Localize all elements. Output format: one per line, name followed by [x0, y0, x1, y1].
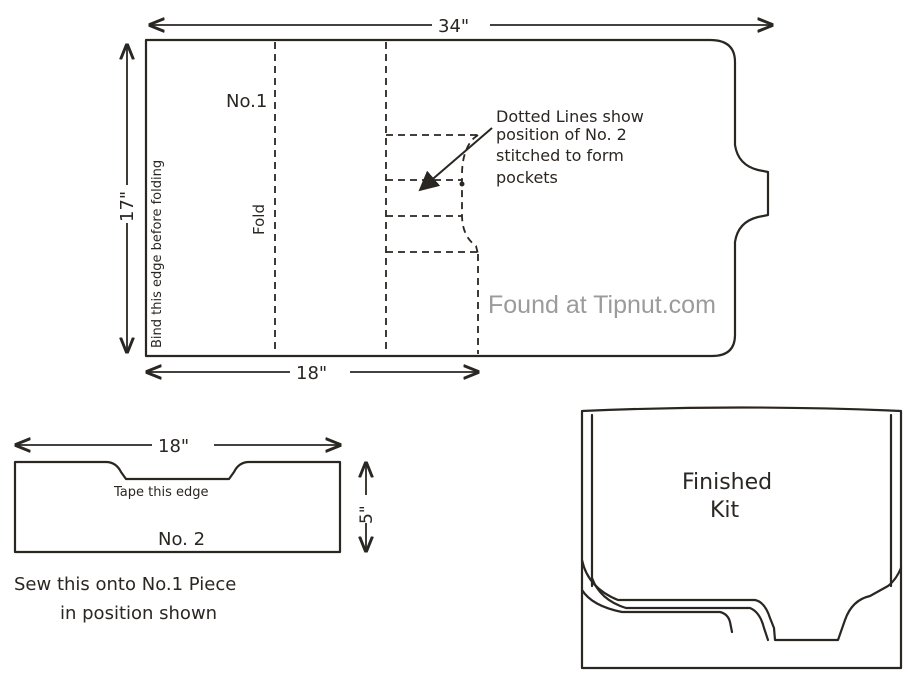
- tape-edge-label: Tape this edge: [113, 485, 209, 500]
- piece-2-name: No. 2: [158, 529, 205, 550]
- pocket-note: Dotted Lines show position of No. 2 stit…: [496, 107, 649, 187]
- piece-2-caption: Sew this onto No.1 Piece in position sho…: [14, 574, 242, 624]
- piece-2-width-label: 18": [158, 436, 189, 457]
- kit-pocket-line: [580, 588, 734, 634]
- piece-2-height-label: 5": [357, 505, 377, 524]
- piece-2-outline: [13, 460, 342, 554]
- finished-kit: Finished Kit: [580, 406, 903, 670]
- piece-1-name: No.1: [226, 91, 267, 112]
- kit-title: Finished Kit: [682, 470, 779, 523]
- kit-flap-outline: [580, 558, 903, 642]
- kit-title-line-1: Finished: [682, 470, 772, 495]
- width-dimension-label: 34": [438, 16, 469, 37]
- note-pointer-arrow: [418, 127, 493, 192]
- bind-edge-label: Bind this edge before folding: [150, 160, 165, 348]
- piece-2-caption-line-2: in position shown: [60, 603, 217, 624]
- fold-label: Fold: [250, 204, 268, 235]
- piece-2: 18" Tape this edge No. 2 5" Sew this ont…: [13, 434, 378, 624]
- piece-1: No.1 Fold Bind this edge before folding …: [144, 38, 770, 358]
- piece-1-dimensions: 34" 17" 18": [116, 16, 772, 384]
- pocket-note-line-1: Dotted Lines show: [496, 107, 644, 126]
- stitch-dot: [459, 181, 465, 187]
- watermark-text: Found at Tipnut.com: [488, 291, 716, 319]
- kit-title-line-2: Kit: [710, 498, 740, 523]
- piece-2-notch-line: [461, 134, 479, 255]
- piece-2-caption-line-1: Sew this onto No.1 Piece: [14, 574, 236, 595]
- pocket-note-line-3: stitched to form: [496, 146, 624, 165]
- pocket-note-line-2: position of No. 2: [496, 125, 627, 144]
- partial-width-dimension-label: 18": [296, 363, 327, 384]
- kit-flap-inner-line: [590, 576, 770, 642]
- height-dimension-label: 17": [117, 191, 138, 222]
- kit-outer-outline: [580, 406, 903, 670]
- pocket-note-line-4: pockets: [496, 168, 558, 187]
- piece-1-outline: [144, 38, 770, 358]
